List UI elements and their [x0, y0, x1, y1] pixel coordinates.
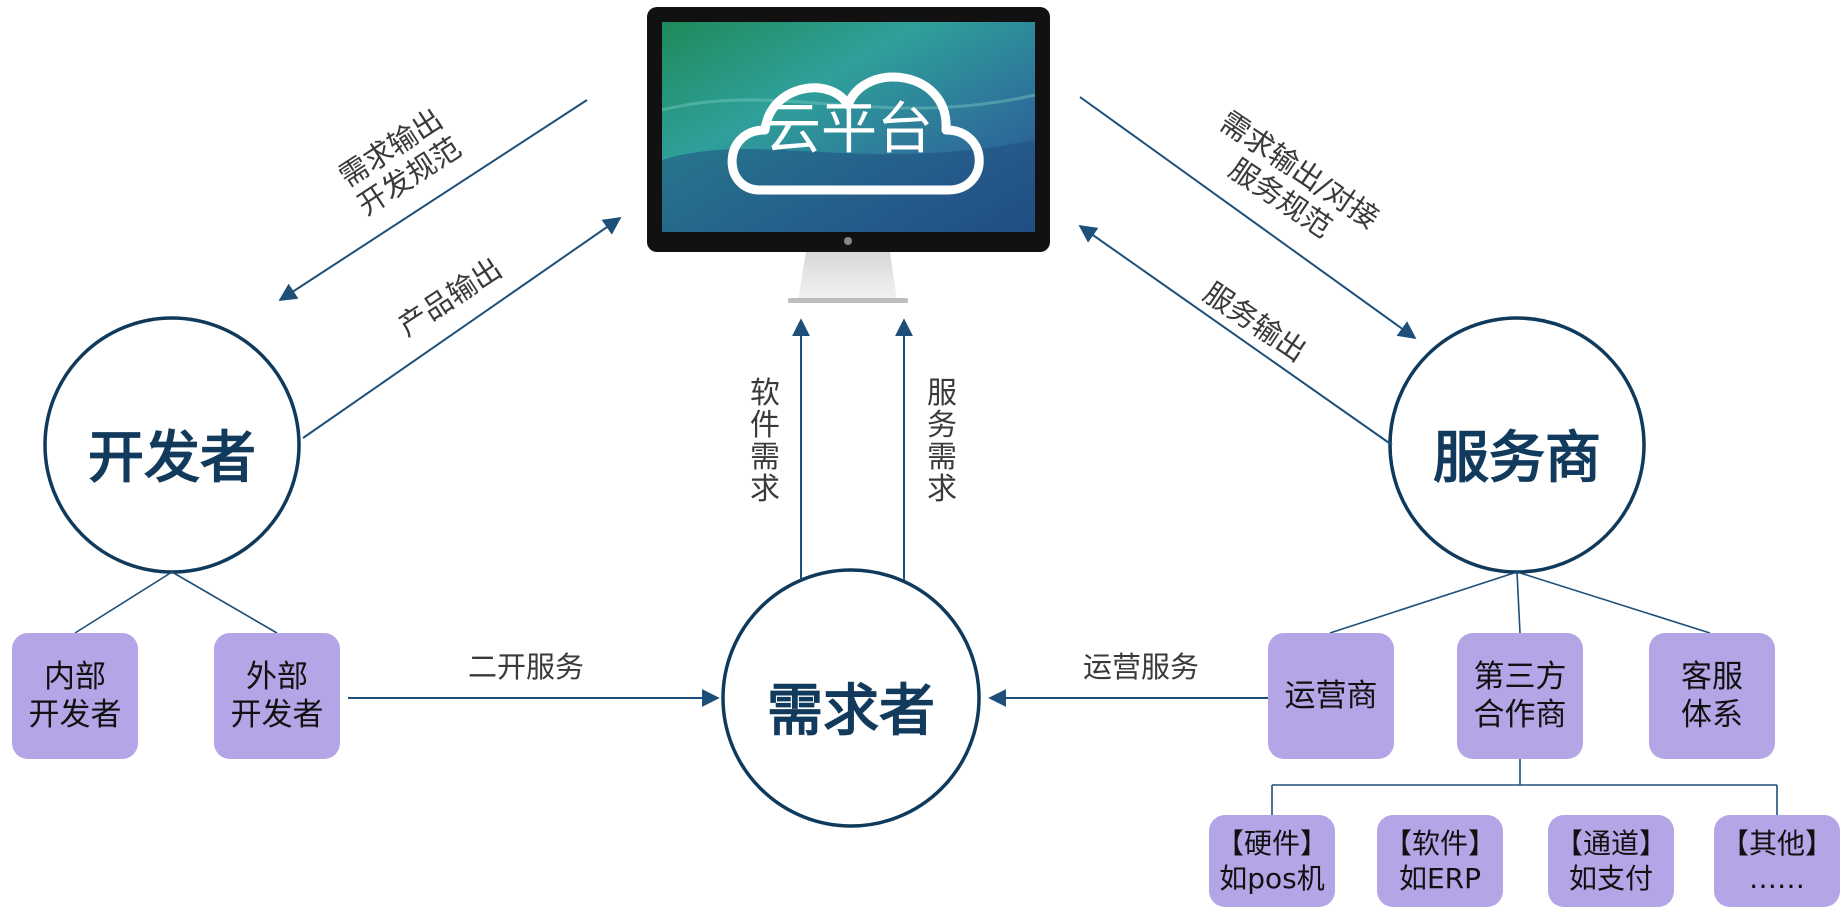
hardware-label: 【硬件】 如pos机 [1215, 827, 1328, 895]
internal-developer-label: 内部 开发者 [28, 659, 122, 733]
operator-label: 运营商 [1284, 678, 1378, 714]
channel-box: 【通道】 如支付 [1548, 815, 1674, 907]
developer-tree-lines [74, 571, 278, 634]
provider-label: 服务商 [1433, 426, 1601, 491]
external-developer-box: 外部 开发者 [214, 633, 340, 759]
developer-label: 开发者 [88, 426, 256, 491]
edge-label-developer-to-consumer: 二开服务 [468, 650, 585, 684]
provider-tree-lines [1329, 571, 1711, 634]
cloud-icon [727, 72, 984, 195]
software-label: 【软件】 如ERP [1383, 827, 1496, 895]
other-label: 【其他】 …… [1720, 827, 1833, 895]
external-developer-label: 外部 开发者 [230, 659, 324, 733]
internal-developer-box: 内部 开发者 [12, 633, 138, 759]
third-party-box: 第三方 合作商 [1457, 633, 1583, 759]
edge-label-provider-to-consumer: 运营服务 [1083, 650, 1200, 684]
software-box: 【软件】 如ERP [1377, 815, 1503, 907]
edge-label-software-demand: 软件需求 [750, 376, 780, 507]
monitor-icon [647, 7, 1050, 303]
arrow-platform-to-developer [278, 99, 588, 301]
consumer-label: 需求者 [767, 679, 935, 744]
operator-box: 运营商 [1268, 633, 1394, 759]
arrow-provider-to-platform [1078, 224, 1393, 446]
support-label: 客服 体系 [1681, 659, 1743, 733]
other-box: 【其他】 …… [1714, 815, 1840, 907]
third-party-tree-lines [1271, 759, 1778, 815]
channel-label: 【通道】 如支付 [1554, 827, 1667, 895]
platform-label: 云平台 [765, 97, 933, 162]
hardware-box: 【硬件】 如pos机 [1209, 815, 1335, 907]
consumer-node [721, 568, 981, 828]
monitor-stand [798, 252, 897, 300]
apple-logo-icon [844, 237, 852, 245]
support-box: 客服 体系 [1649, 633, 1775, 759]
edge-label-service-demand: 服务需求 [927, 376, 957, 507]
third-party-label: 第三方 合作商 [1473, 659, 1567, 733]
arrow-developer-to-platform [302, 216, 622, 439]
arrow-platform-to-provider [1079, 96, 1417, 340]
